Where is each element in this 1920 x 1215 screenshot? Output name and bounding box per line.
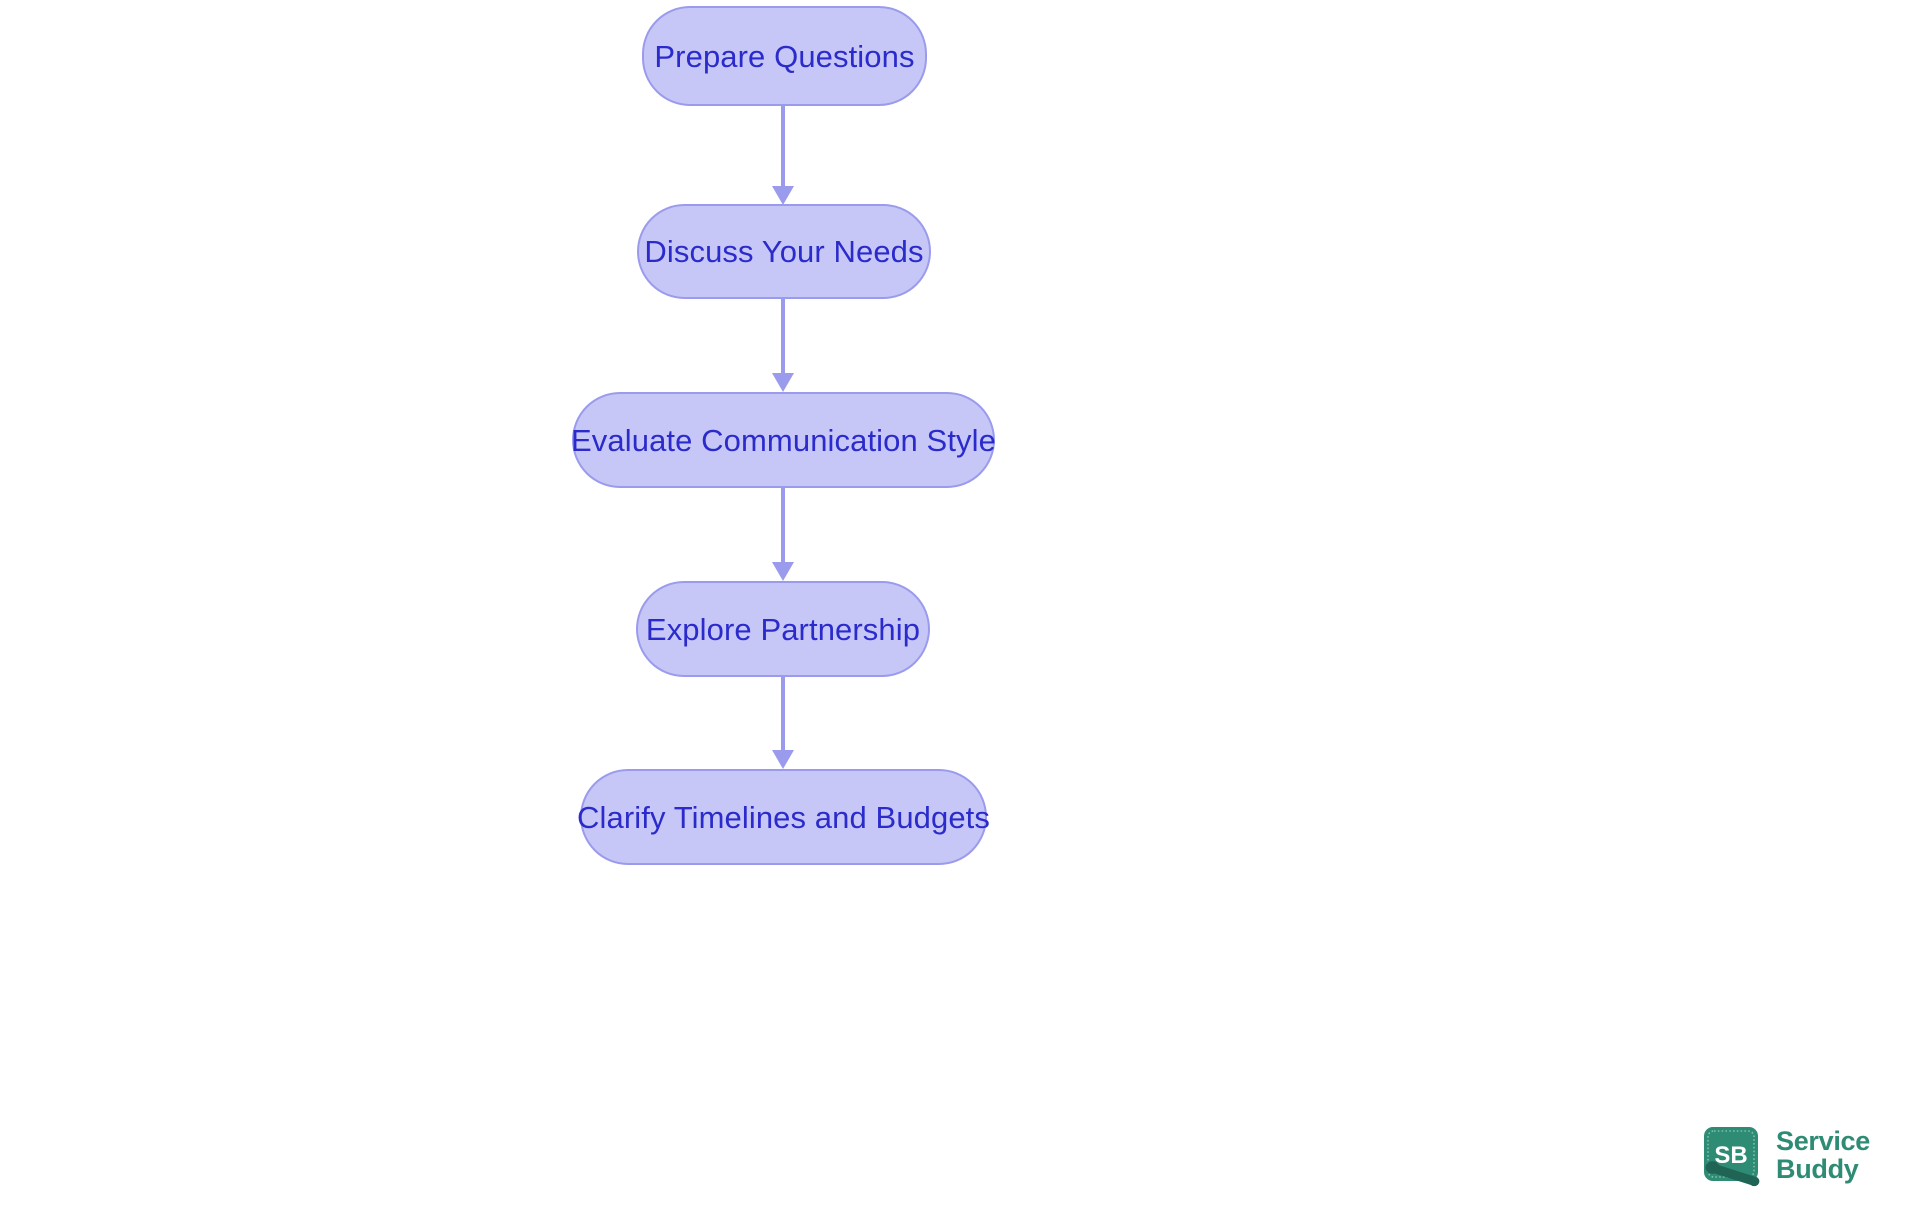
flow-connector-arrow-3 [772,488,794,581]
connector-line [781,677,785,750]
flow-node-clarify-timelines-and-budgets[interactable]: Clarify Timelines and Budgets [577,769,990,865]
flow-node-label: Explore Partnership [645,611,921,647]
service-buddy-logo: SB Service Buddy [1702,1120,1882,1192]
arrow-down-icon [772,373,794,392]
arrow-down-icon [772,562,794,581]
flow-node-evaluate-communication-style[interactable]: Evaluate Communication Style [571,392,996,488]
arrow-down-icon [772,750,794,769]
flow-node-prepare-questions[interactable]: Prepare Questions [642,6,927,106]
flow-node-label: Evaluate Communication Style [571,422,996,458]
flow-node-label: Clarify Timelines and Budgets [577,799,990,835]
connector-line [781,299,785,373]
flow-node-label: Discuss Your Needs [644,234,924,269]
arrow-down-icon [772,186,794,205]
flow-node-explore-partnership[interactable]: Explore Partnership [636,581,930,677]
logo-wordmark-line-2: Buddy [1776,1154,1859,1184]
flow-node-label: Prepare Questions [654,38,915,74]
flow-connector-arrow-4 [772,677,794,769]
service-buddy-wordmark: Service Buddy [1776,1128,1870,1183]
svg-text:SB: SB [1714,1142,1747,1169]
flow-node-discuss-your-needs[interactable]: Discuss Your Needs [637,204,931,299]
logo-wordmark-line-1: Service [1776,1126,1870,1157]
flow-connector-arrow-2 [772,299,794,392]
connector-line [781,106,785,186]
connector-line [781,488,785,562]
flow-connector-arrow-1 [772,106,794,205]
service-buddy-logo-mark-icon: SB [1702,1125,1764,1187]
